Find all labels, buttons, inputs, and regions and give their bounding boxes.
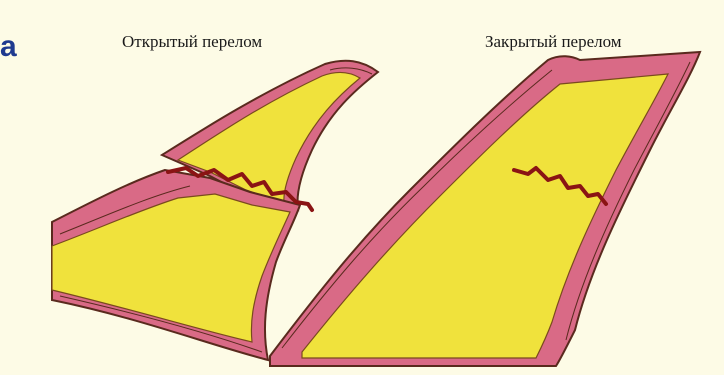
fracture-illustration <box>0 0 724 375</box>
